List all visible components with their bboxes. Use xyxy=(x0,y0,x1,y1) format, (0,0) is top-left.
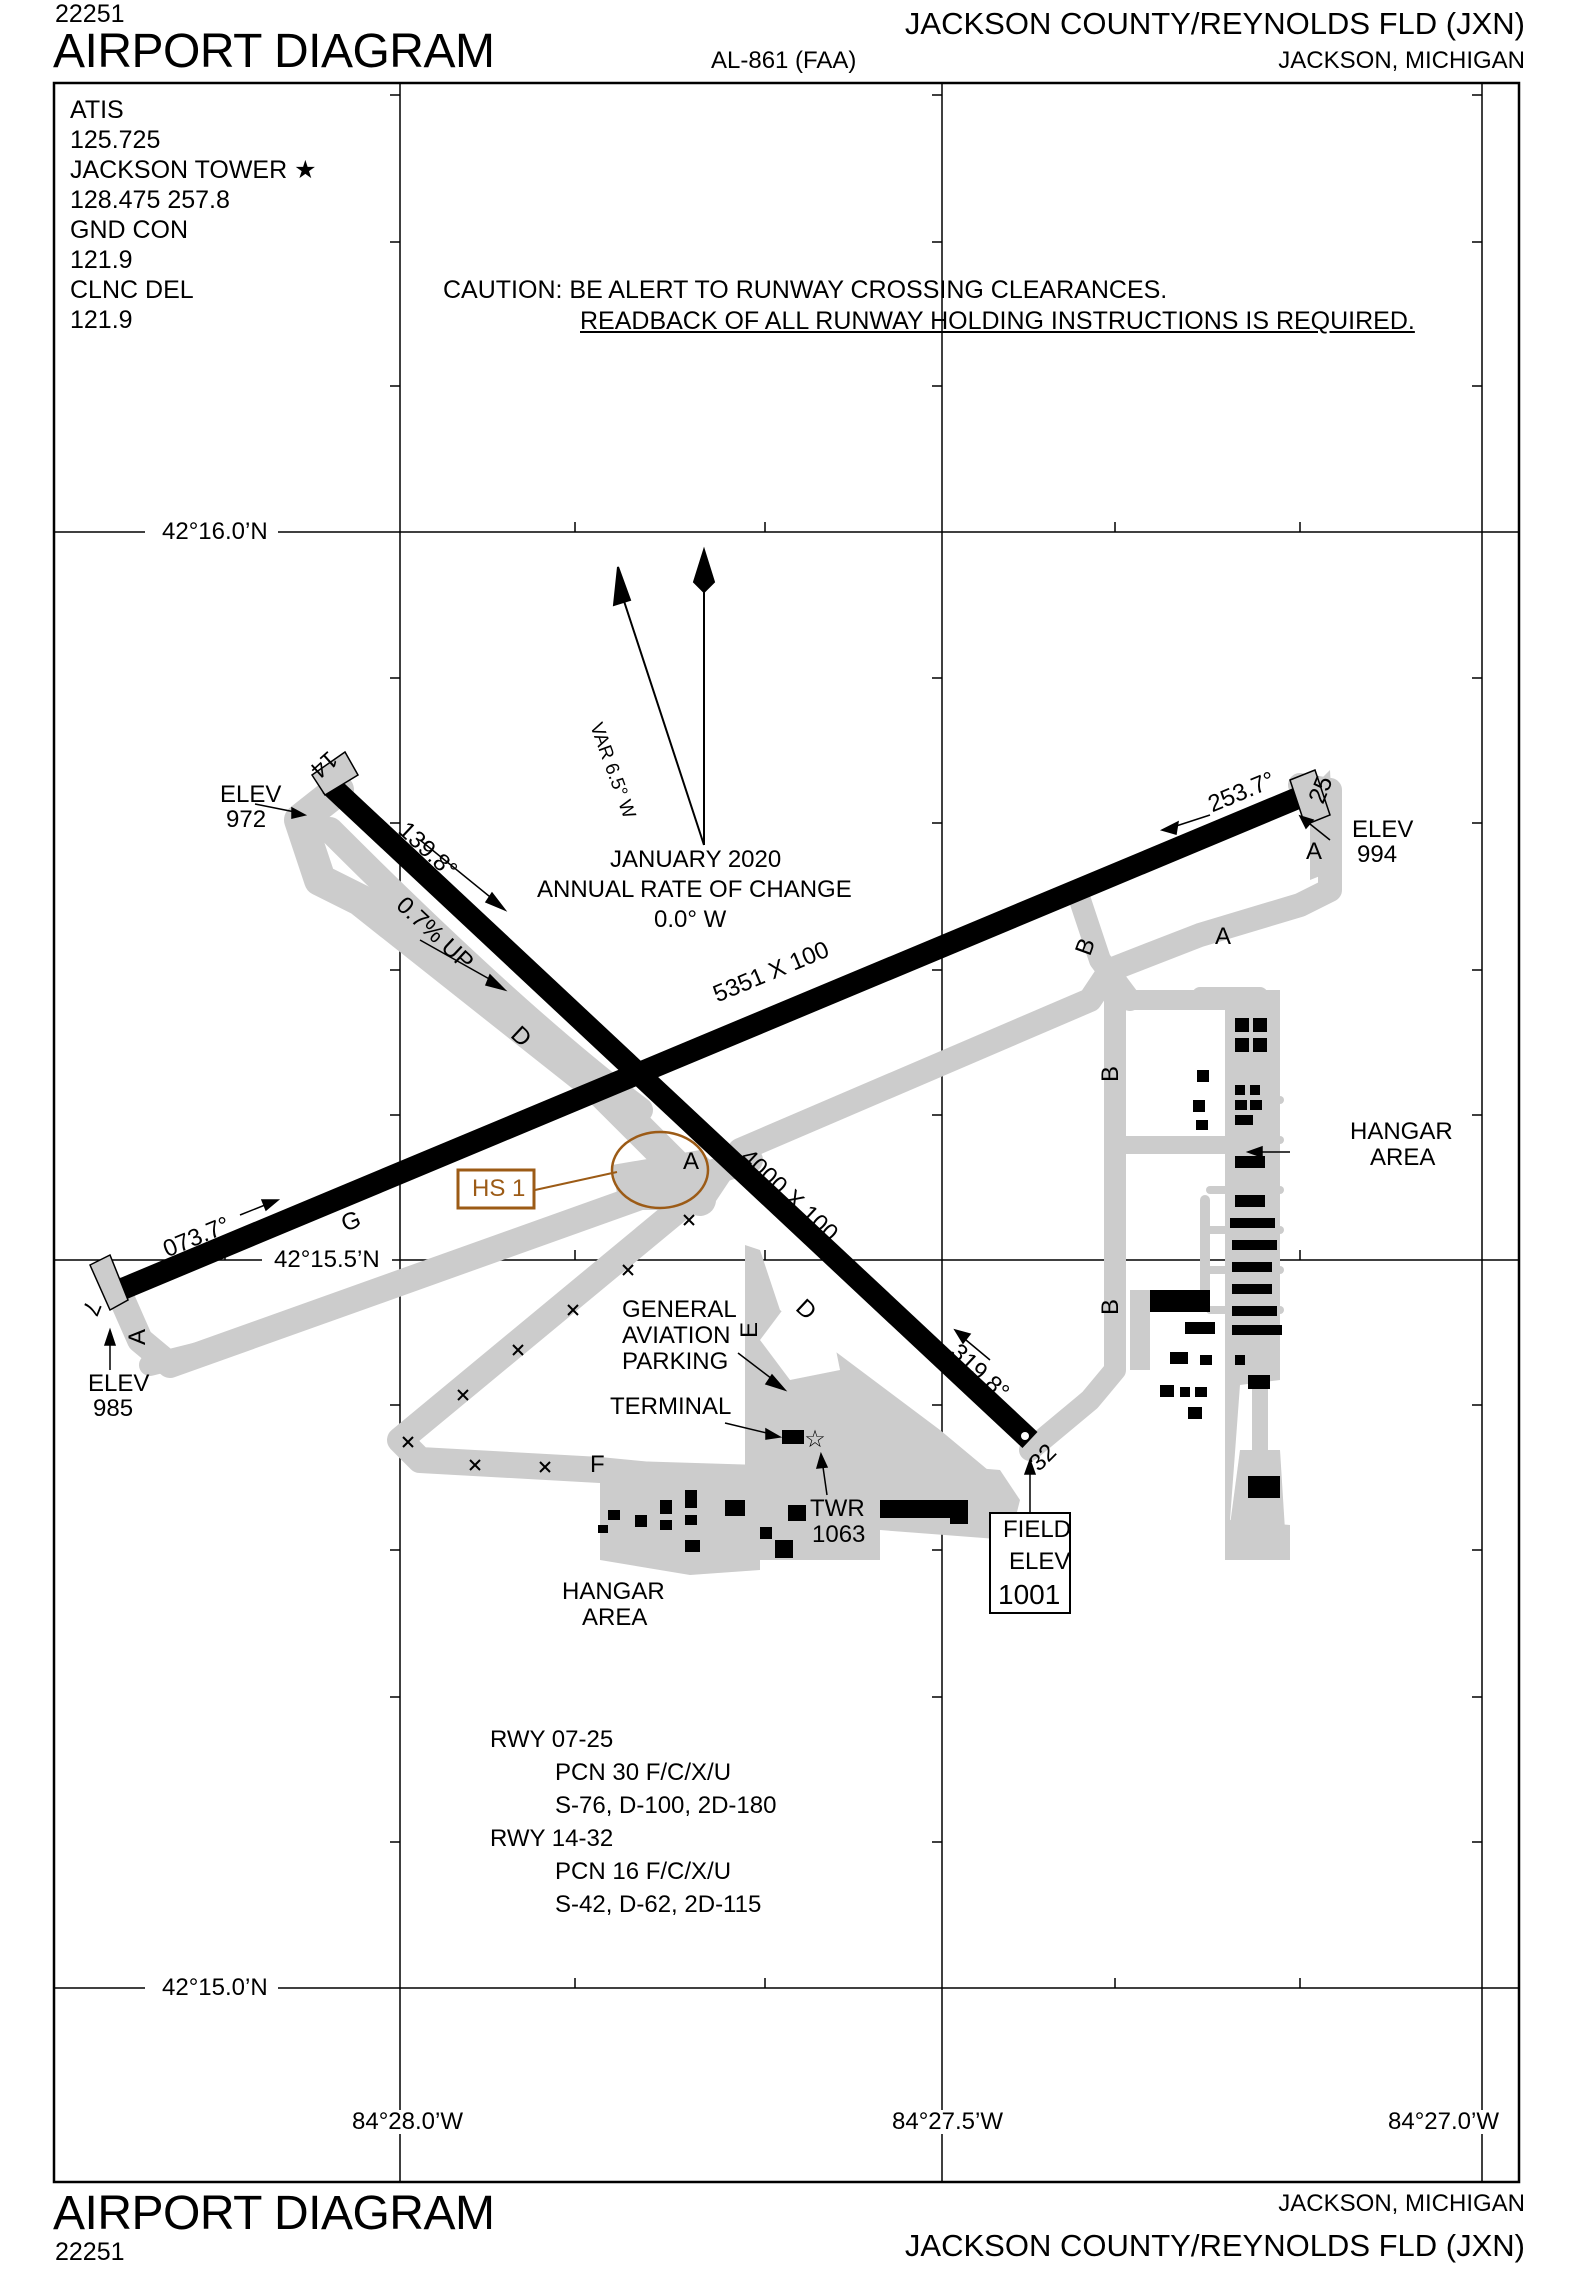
elev-25-label: ELEV xyxy=(1352,816,1414,843)
field-elev-value: 1001 xyxy=(998,1579,1061,1610)
elev-7-label: ELEV xyxy=(88,1370,150,1397)
elev-25-value: 994 xyxy=(1357,841,1398,868)
hangar-area-south-2: AREA xyxy=(582,1604,648,1631)
ga-parking-2: AVIATION xyxy=(622,1322,731,1349)
hangar-area-south-1: HANGAR xyxy=(562,1578,665,1605)
field-elev-label-2: ELEV xyxy=(1009,1548,1071,1575)
aprons xyxy=(600,770,1335,1575)
taxiway-label: A xyxy=(1215,923,1232,950)
lat-label-2: 42°15.5’N xyxy=(270,1248,384,1272)
pavement-rwy-2: RWY 14-32 xyxy=(490,1825,614,1852)
taxiway-label: A xyxy=(683,1148,700,1175)
north-arrow-icon xyxy=(612,546,716,846)
footer-city-state: JACKSON, MICHIGAN xyxy=(1278,2190,1525,2217)
mag-date: JANUARY 2020 xyxy=(610,846,782,873)
hold-markings xyxy=(402,1214,695,1473)
freq-clearance-label: CLNC DEL xyxy=(70,276,194,304)
page-title: AIRPORT DIAGRAM xyxy=(53,25,495,78)
freq-ground: 121.9 xyxy=(70,246,133,274)
freq-ground-label: GND CON xyxy=(70,216,189,244)
ga-parking-1: GENERAL xyxy=(622,1296,737,1323)
lat-label-1: 42°16.0’N xyxy=(158,520,272,544)
footer-airport-name: JACKSON COUNTY/REYNOLDS FLD (JXN) xyxy=(904,2228,1525,2263)
mag-rate-label: ANNUAL RATE OF CHANGE xyxy=(537,876,852,903)
lat-lon-grid xyxy=(54,83,1519,2182)
airport-name: JACKSON COUNTY/REYNOLDS FLD (JXN) xyxy=(904,6,1525,41)
pavement-weights-1: S-76, D-100, 2D-180 xyxy=(555,1792,777,1819)
lon-label-3: 84°27.0’W xyxy=(1384,2110,1503,2134)
freq-tower: 128.475 257.8 xyxy=(70,186,230,214)
chart-id: AL-861 (FAA) xyxy=(711,47,857,74)
taxiway-label: B xyxy=(1097,1298,1125,1316)
chart-number: 22251 xyxy=(55,0,125,28)
freq-atis: 125.725 xyxy=(70,126,161,154)
field-elev-box xyxy=(989,1512,1071,1614)
freq-tower-label: JACKSON TOWER ★ xyxy=(70,156,317,184)
city-state: JACKSON, MICHIGAN xyxy=(1278,47,1525,74)
taxiway-label: B xyxy=(1097,1065,1125,1083)
grid-ticks xyxy=(224,94,1482,2134)
tower-label: TWR xyxy=(810,1495,865,1522)
ga-parking-3: PARKING xyxy=(622,1348,729,1375)
pavement-weights-2: S-42, D-62, 2D-115 xyxy=(555,1891,762,1918)
caution-line-1: CAUTION: BE ALERT TO RUNWAY CROSSING CLE… xyxy=(443,276,1168,304)
field-elev-label-1: FIELD xyxy=(1003,1516,1072,1543)
lat-label-3: 42°15.0’N xyxy=(158,1976,272,2000)
ga-parking-island xyxy=(760,1300,840,1380)
mag-rate-value: 0.0° W xyxy=(654,906,727,933)
hangar-area-east-1: HANGAR xyxy=(1350,1118,1453,1145)
taxiway-label: A xyxy=(1306,838,1323,865)
caution-line-2: READBACK OF ALL RUNWAY HOLDING INSTRUCTI… xyxy=(580,307,1415,335)
pavement-pcn-1: PCN 30 F/C/X/U xyxy=(555,1759,732,1786)
footer-title: AIRPORT DIAGRAM xyxy=(53,2187,495,2240)
freq-clearance: 121.9 xyxy=(70,306,133,334)
tower-star-icon: ☆ xyxy=(804,1426,826,1453)
pavement-rwy-1: RWY 07-25 xyxy=(490,1726,614,1753)
heading-arrows xyxy=(239,814,1211,1361)
lon-label-1: 84°28.0’W xyxy=(348,2110,467,2134)
freq-atis-label: ATIS xyxy=(70,96,124,124)
terminal-label: TERMINAL xyxy=(610,1393,732,1420)
frequency-list: ATIS 125.725 JACKSON TOWER ★ 128.475 257… xyxy=(70,95,317,335)
runway-14-32 xyxy=(322,776,1038,1449)
lon-label-2: 84°27.5’W xyxy=(888,2110,1007,2134)
elev-14-value: 972 xyxy=(226,806,267,833)
hangar-area-east-2: AREA xyxy=(1370,1144,1436,1171)
elev-14-label: ELEV xyxy=(220,781,282,808)
hotspot-label: HS 1 xyxy=(472,1175,526,1202)
taxiway-label: A xyxy=(124,1328,152,1346)
taxiway-label: F xyxy=(590,1451,605,1478)
runway-07-25 xyxy=(103,784,1310,1306)
hotspot-hs1 xyxy=(456,1130,710,1210)
elev-7-value: 985 xyxy=(93,1395,134,1422)
pavement-pcn-2: PCN 16 F/C/X/U xyxy=(555,1858,732,1885)
footer-chart-number: 22251 xyxy=(55,2238,125,2266)
diagram-frame xyxy=(52,81,1521,2184)
taxiway-label: E xyxy=(736,1321,764,1339)
buildings xyxy=(598,1018,1282,1558)
tower-elev: 1063 xyxy=(812,1521,866,1548)
